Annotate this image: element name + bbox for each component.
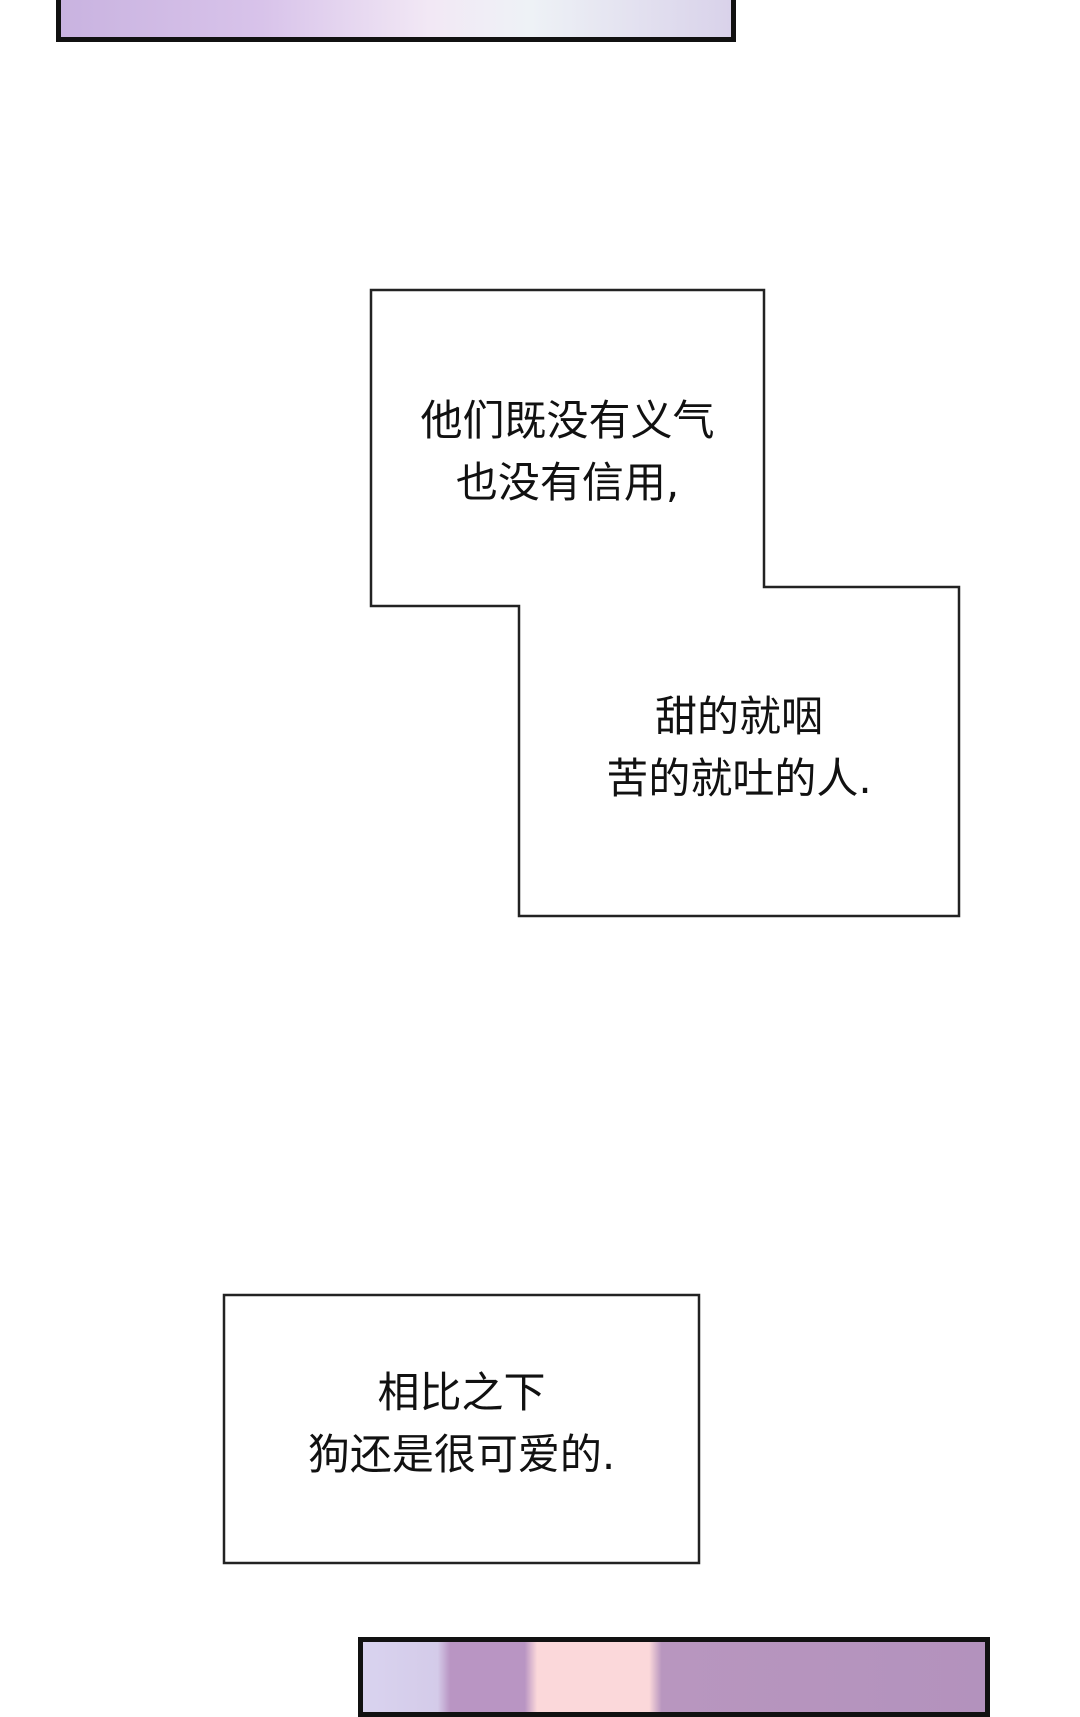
caption-1-line-1: 他们既没有义气 bbox=[420, 396, 715, 445]
comic-panel-bottom bbox=[358, 1637, 990, 1717]
caption-2-line-1: 甜的就咽 bbox=[654, 692, 823, 741]
caption-3-line-1: 相比之下 bbox=[377, 1368, 546, 1417]
caption-box-3 bbox=[222, 1293, 701, 1565]
caption-1-line-2: 也没有信用, bbox=[455, 458, 680, 507]
caption-box-stepped bbox=[369, 288, 961, 918]
caption-3-line-2: 狗还是很可爱的. bbox=[307, 1430, 616, 1479]
comic-panel-top bbox=[56, 0, 736, 42]
caption-2-line-2: 苦的就吐的人. bbox=[606, 754, 872, 803]
caption-3: 相比之下 狗还是很可爱的. bbox=[224, 1362, 699, 1486]
caption-2: 甜的就咽 苦的就吐的人. bbox=[519, 686, 959, 810]
caption-1: 他们既没有义气 也没有信用, bbox=[371, 390, 764, 514]
